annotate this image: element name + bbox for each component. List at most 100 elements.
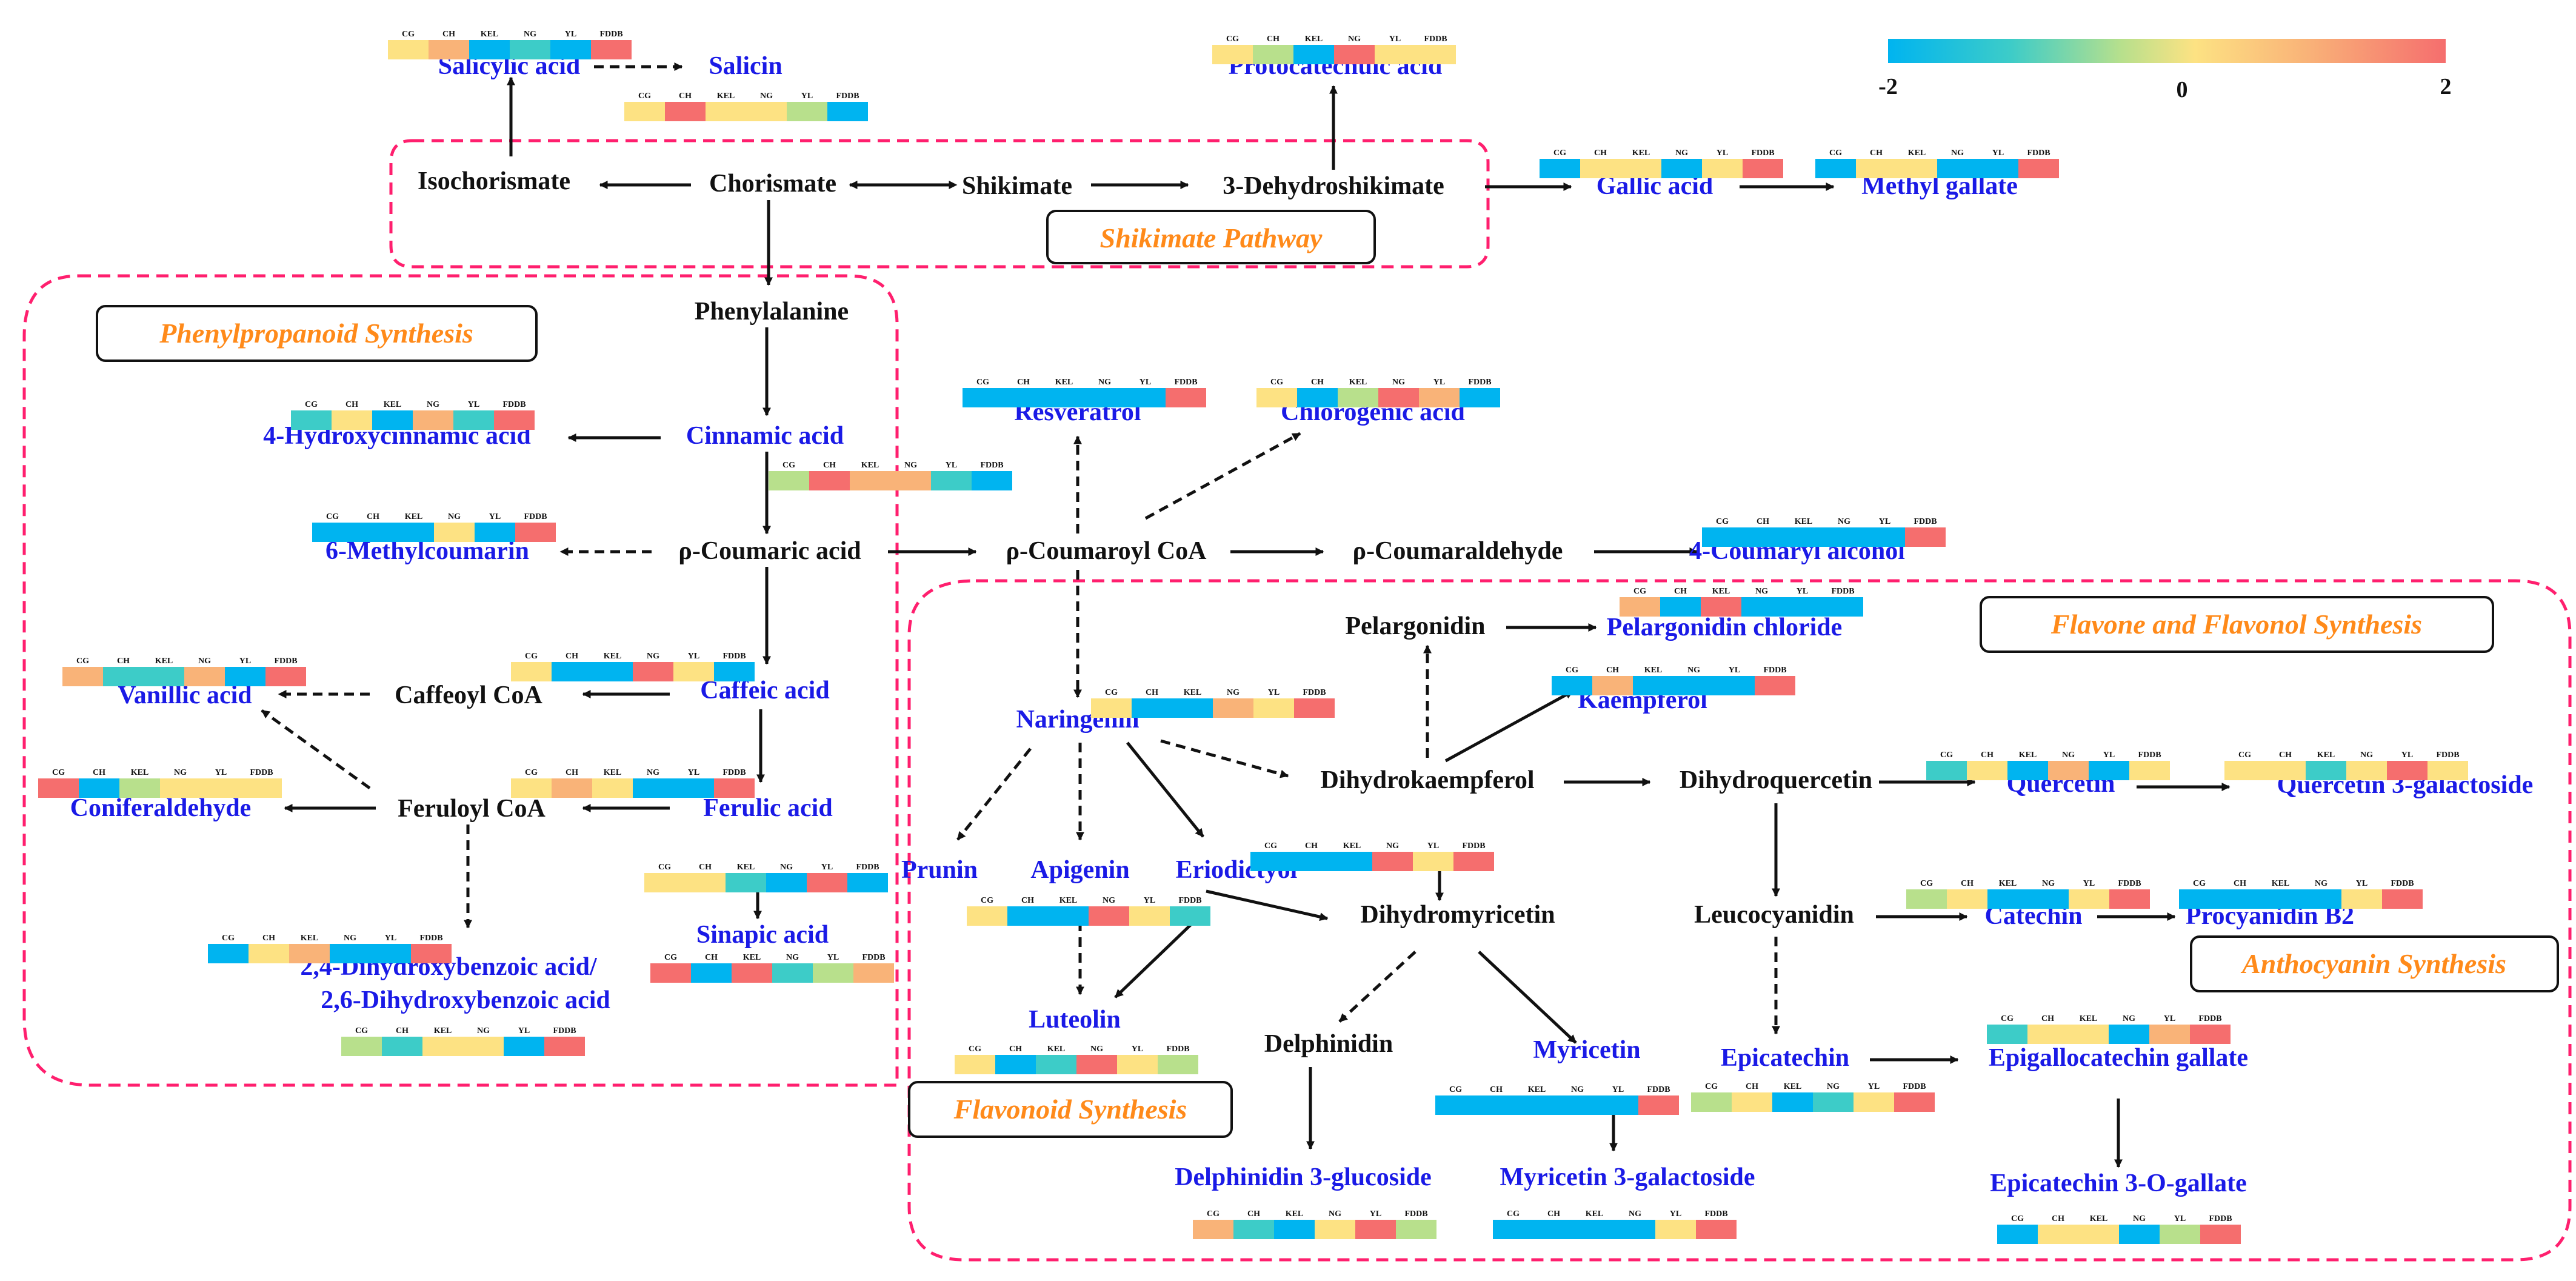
heatmap-cell xyxy=(853,963,894,983)
heatmap-sample-label: KEL xyxy=(155,657,173,666)
heatmap-sample-label: YL xyxy=(2401,751,2413,760)
heatmap-cell xyxy=(1661,159,1702,178)
heatmap-cell xyxy=(1856,159,1897,178)
heatmap-sample-label: NG xyxy=(1951,149,1964,158)
heatmap-sample-label: CH xyxy=(2234,879,2246,888)
heatmap-sample-label: NG xyxy=(904,461,917,470)
heatmap-sample-label: NG xyxy=(174,768,187,777)
heatmap-cell xyxy=(1517,1095,1557,1115)
heatmap-sample-label: KEL xyxy=(1343,841,1361,851)
heatmap-cell xyxy=(592,662,633,681)
heatmap-cell xyxy=(160,778,201,798)
heatmap-sample-label: FDDB xyxy=(2209,1214,2232,1223)
intermediate-leucocyanidin: Leucocyanidin xyxy=(1694,901,1854,929)
heatmap-sample-label: CH xyxy=(1606,666,1619,675)
heatmap-sample-label: CH xyxy=(93,768,105,777)
heatmap-cell xyxy=(1815,159,1856,178)
heatmap-cell xyxy=(184,667,225,686)
heatmap-sample-label: CH xyxy=(1961,879,1974,888)
heatmap-sample-label: YL xyxy=(1370,1209,1381,1219)
heatmap-sample-label: FDDB xyxy=(1468,378,1491,387)
heatmap-sample-label: CG xyxy=(525,768,538,777)
compound-delphinidin-glucoside: Delphinidin 3-glucoside xyxy=(1175,1163,1432,1191)
heatmap-cell xyxy=(714,778,755,798)
heatmap-sample-label: CH xyxy=(705,953,718,962)
compound-dihydroxybenzoic-acid-2: 2,6-Dihydroxybenzoic acid xyxy=(321,986,610,1014)
heatmap-cell xyxy=(1702,159,1743,178)
heatmap-cell xyxy=(2149,1025,2190,1044)
heatmap-sample-label: CH xyxy=(1490,1085,1503,1094)
heatmap-cell xyxy=(2306,761,2346,780)
heatmap-sample-label: CH xyxy=(1674,587,1687,596)
intermediate-dihydrokaempferol: Dihydrokaempferol xyxy=(1320,766,1534,794)
heatmap-sample-label: KEL xyxy=(604,768,622,777)
heatmap-sample-label: FDDB xyxy=(722,652,746,661)
heatmap-sample-label: FDDB xyxy=(553,1026,576,1035)
heatmap-sample-label: KEL xyxy=(861,461,879,470)
heatmap-sample-label: NG xyxy=(2315,879,2327,888)
heatmap-sample-label: CH xyxy=(1981,751,1994,760)
intermediate-coumaric-acid: ρ-Coumaric acid xyxy=(678,537,861,565)
heatmap-sample-label: CG xyxy=(2001,1014,2014,1023)
intermediate-dehydroshikimate: 3-Dehydroshikimate xyxy=(1223,172,1444,200)
heatmap-cell xyxy=(265,667,306,686)
heatmap-cell xyxy=(995,1055,1036,1074)
heatmap-sample-label: NG xyxy=(524,30,536,39)
compound-myricetin-galactoside: Myricetin 3-galactoside xyxy=(1500,1163,1755,1191)
heatmap-sample-label: KEL xyxy=(1305,35,1323,44)
heatmap-sample-label: YL xyxy=(827,953,839,962)
heatmap-sample-label: FDDB xyxy=(980,461,1003,470)
heatmap-sample-label: CG xyxy=(1207,1209,1220,1219)
arrow-naringenin-dihydrokaempferol xyxy=(1160,739,1289,778)
heatmap-sample-label: CG xyxy=(1920,879,1933,888)
arrow-dihydromyricetin-myricetin xyxy=(1478,951,1577,1044)
heatmap-sample-label: CG xyxy=(969,1045,981,1054)
heatmap-sample-label: FDDB xyxy=(1903,1082,1926,1091)
heatmap-cell xyxy=(2428,761,2468,780)
heatmap-cell xyxy=(225,667,265,686)
heatmap-cell xyxy=(963,388,1003,407)
heatmap-cell xyxy=(1274,1220,1315,1239)
heatmap-sample-label: CG xyxy=(525,652,538,661)
heatmap-cell xyxy=(312,523,353,542)
heatmap-cell xyxy=(1396,1220,1436,1239)
heatmap-sample-label: FDDB xyxy=(2198,1014,2221,1023)
heatmap-cell xyxy=(1091,698,1132,718)
heatmap-cell xyxy=(592,778,633,798)
heatmap-sample-label: NG xyxy=(1227,688,1240,697)
heatmap-sample-label: YL xyxy=(946,461,957,470)
heatmap-sample-label: FDDB xyxy=(1166,1045,1189,1054)
heatmap-sample-label: YL xyxy=(2174,1214,2186,1223)
heatmap-sample-label: KEL xyxy=(1632,149,1650,158)
heatmap-cell xyxy=(1378,388,1419,407)
heatmap-cell xyxy=(967,906,1007,926)
heatmap-cell xyxy=(1250,852,1291,871)
shikimate-title-box xyxy=(1046,210,1376,264)
heatmap-cell xyxy=(726,873,766,892)
heatmap-cell xyxy=(1355,1220,1396,1239)
heatmap-cell xyxy=(393,523,434,542)
heatmap-cell xyxy=(624,102,665,121)
heatmap-sample-label: CG xyxy=(782,461,795,470)
heatmap-cell xyxy=(1615,1220,1655,1239)
heatmap-sample-label: NG xyxy=(1103,896,1115,905)
heatmap-cell xyxy=(1638,1095,1679,1115)
heatmap-sample-label: FDDB xyxy=(1462,841,1485,851)
heatmap-sample-label: FDDB xyxy=(250,768,273,777)
heatmap-sample-label: KEL xyxy=(1286,1209,1304,1219)
heatmap-sample-label: CG xyxy=(981,896,993,905)
heatmap-sample-label: NG xyxy=(2062,751,2075,760)
heatmap-sample-label: FDDB xyxy=(1704,1209,1727,1219)
heatmap-cell xyxy=(1435,1095,1476,1115)
heatmap-sample-label: YL xyxy=(1670,1209,1681,1219)
heatmap-sample-label: CG xyxy=(1940,751,1953,760)
heatmap-cell xyxy=(769,471,809,490)
heatmap-sample-label: FDDB xyxy=(2027,149,2050,158)
heatmap-cell xyxy=(413,410,453,430)
heatmap-cell xyxy=(2018,159,2059,178)
